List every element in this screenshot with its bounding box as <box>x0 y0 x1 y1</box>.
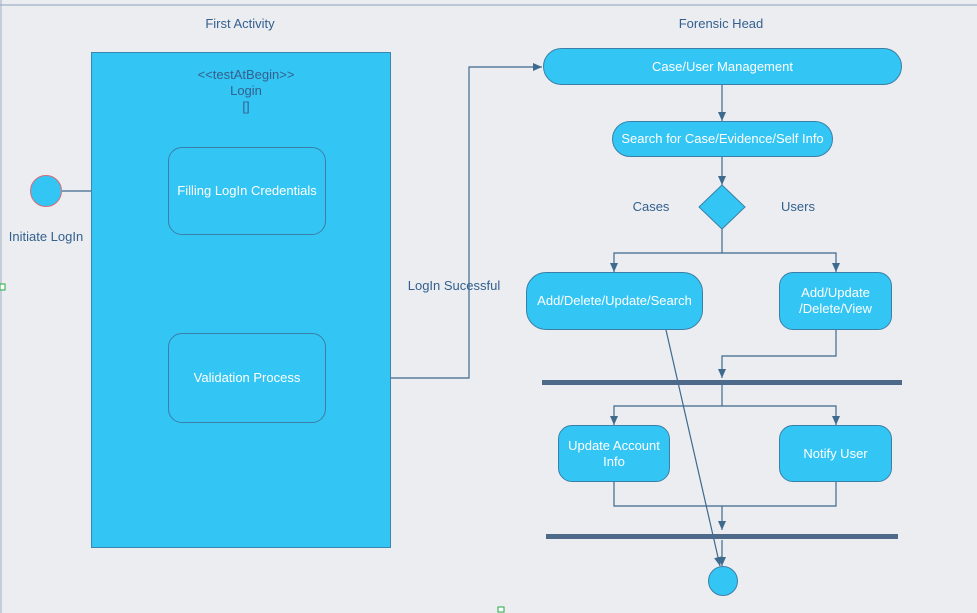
node-notify-user[interactable]: Notify User <box>779 425 892 482</box>
decision-diamond[interactable] <box>698 184 746 230</box>
initial-node-label: Initiate LogIn <box>8 229 84 244</box>
node-users-action-label-line2: /Delete/View <box>799 301 872 316</box>
partition-stereotype: <<testAtBegin>> <box>197 67 295 82</box>
edge-label-login-successful: LogIn Sucessful <box>407 278 501 293</box>
lane-title-first-activity: First Activity <box>205 16 275 31</box>
node-update-account-label-line2: Info <box>603 453 625 469</box>
edge-label-cases: Cases <box>632 199 670 214</box>
node-validation-process-label: Validation Process <box>193 370 301 385</box>
edge-cases-to-end <box>665 329 722 567</box>
partition-name: Login <box>230 83 262 98</box>
final-node[interactable] <box>708 566 738 596</box>
edge-update-to-bar2 <box>613 482 722 507</box>
node-validation-process[interactable]: Validation Process <box>168 333 326 423</box>
edge-bar-to-notify <box>722 405 840 425</box>
node-search[interactable]: Search for Case/Evidence/Self Info <box>612 121 833 157</box>
node-update-account-label-line1: Update Account <box>568 437 660 453</box>
lane-title-forensic-head: Forensic Head <box>678 16 764 31</box>
node-filling-credentials-label: Filling LogIn Credentials <box>177 183 317 198</box>
initial-node[interactable] <box>30 175 62 207</box>
edge-login-successful <box>326 63 542 379</box>
node-filling-credentials[interactable]: Filling LogIn Credentials <box>168 147 326 235</box>
edge-users-to-bar <box>718 330 837 378</box>
node-search-label: Search for Case/Evidence/Self Info <box>621 131 824 146</box>
node-cases-action[interactable]: Add/Delete/Update/Search <box>526 272 703 330</box>
node-cases-action-label: Add/Delete/Update/Search <box>537 293 692 308</box>
join-bar[interactable] <box>546 534 898 539</box>
node-case-user-management[interactable]: Case/User Management <box>543 48 902 85</box>
resize-handle-bottom[interactable] <box>497 606 505 613</box>
edge-decision-to-cases <box>610 252 722 272</box>
edge-label-users: Users <box>781 199 815 214</box>
node-users-action[interactable]: Add/Update /Delete/View <box>779 272 892 330</box>
node-users-action-label-line1: Add/Update <box>801 285 870 300</box>
node-update-account-info[interactable]: Update Account Info <box>558 425 670 482</box>
node-notify-user-label: Notify User <box>803 445 868 461</box>
resize-handle-left[interactable] <box>0 283 6 291</box>
partition-brackets: [] <box>242 99 250 114</box>
edge-notify-to-bar2 <box>722 482 837 507</box>
edge-bar-to-update <box>610 405 722 425</box>
edge-decision-to-users <box>722 252 840 272</box>
fork-bar[interactable] <box>542 380 902 385</box>
partition-header: <<testAtBegin>> Login [] <box>171 67 321 115</box>
node-case-user-management-label: Case/User Management <box>652 58 793 74</box>
login-partition[interactable] <box>91 52 391 548</box>
